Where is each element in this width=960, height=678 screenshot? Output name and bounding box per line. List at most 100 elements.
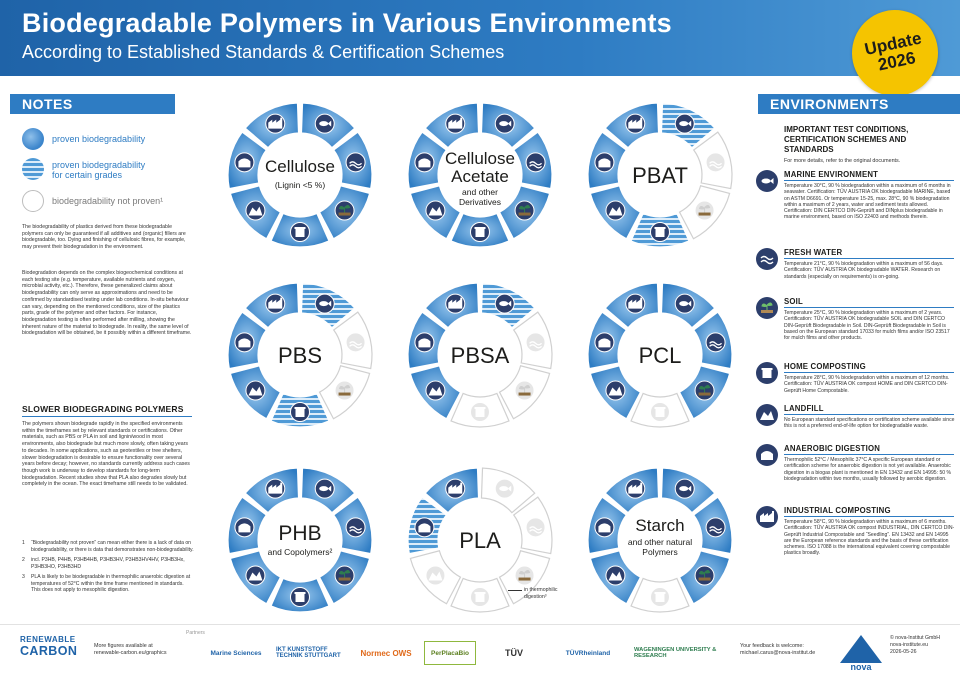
slower-text: The polymers shown biodegrade rapidly in… bbox=[22, 421, 190, 488]
wheel-subtitle-2: Derivatives bbox=[458, 197, 502, 207]
partner-logo-marine-sciences[interactable]: Marine Sciences bbox=[210, 649, 262, 657]
env-divider bbox=[784, 180, 954, 181]
segment-soil-icon bbox=[514, 380, 535, 401]
footer: RENEWABLE CARBON More figures available … bbox=[0, 624, 960, 678]
partner-logo-tuv-rheinland[interactable]: TÜVRheinland bbox=[565, 649, 611, 657]
wheel-pla: PLA bbox=[405, 465, 555, 615]
segment-anaerobic-digestion-icon bbox=[234, 152, 255, 173]
landfill-icon bbox=[756, 404, 778, 426]
segment-industrial-composting-icon bbox=[265, 113, 286, 134]
env-title: INDUSTRIAL COMPOSTING bbox=[784, 506, 891, 515]
legend-not-proven-label: biodegradability not proven¹ bbox=[52, 196, 164, 206]
wheel-title: PBAT bbox=[632, 163, 688, 188]
env-divider bbox=[784, 258, 954, 259]
segment-marine-icon bbox=[494, 293, 515, 314]
renewable-carbon-logo[interactable]: RENEWABLE CARBON bbox=[20, 635, 78, 658]
pla-note-leader bbox=[508, 590, 522, 591]
wheel-title-2: Acetate bbox=[451, 167, 509, 186]
segment-landfill-icon bbox=[425, 380, 446, 401]
segment-landfill-icon bbox=[605, 565, 626, 586]
segment-landfill-icon bbox=[425, 200, 446, 221]
legend-not-proven: biodegradability not proven¹ bbox=[22, 190, 182, 212]
segment-industrial-composting-icon bbox=[265, 293, 286, 314]
wheel-title: Cellulose bbox=[265, 157, 335, 176]
segment-fresh-water-icon bbox=[705, 332, 726, 353]
segment-marine-icon bbox=[314, 293, 335, 314]
nova-logo[interactable]: nova bbox=[838, 633, 884, 671]
more-figures-link[interactable]: More figures available at renewable-carb… bbox=[94, 643, 167, 656]
page-header: Biodegradable Polymers in Various Enviro… bbox=[0, 0, 960, 76]
feedback-contact[interactable]: Your feedback is welcome: michael.carus@… bbox=[740, 643, 816, 656]
segment-landfill-icon bbox=[605, 380, 626, 401]
notes-paragraph-1: The biodegradability of plastics derived… bbox=[22, 224, 186, 251]
wheel-cellulose: Cellulose (Lignin <5 %) bbox=[225, 100, 375, 250]
env-text: Thermophilic 52°C / Mesophilic 37°C A sp… bbox=[784, 457, 952, 482]
partner-logo-normec[interactable]: Normec OWS bbox=[360, 648, 412, 658]
segment-fresh-water-icon bbox=[525, 517, 546, 538]
segment-landfill-icon bbox=[245, 380, 266, 401]
segment-soil-icon bbox=[694, 380, 715, 401]
env-text: Temperature 28°C, 90 % biodegradation wi… bbox=[784, 375, 950, 394]
segment-home-composting-icon bbox=[650, 222, 670, 242]
pla-note: in thermophilic digestion³ bbox=[524, 587, 558, 600]
env-title: FRESH WATER bbox=[784, 248, 843, 257]
segment-anaerobic-digestion-icon bbox=[414, 517, 435, 538]
legend-stripe-swatch bbox=[22, 158, 44, 180]
notes-heading: NOTES bbox=[10, 94, 175, 114]
env-text: Temperature 25°C, 90 % biodegradation wi… bbox=[784, 310, 950, 342]
env-divider bbox=[784, 307, 954, 308]
page-title: Biodegradable Polymers in Various Enviro… bbox=[22, 8, 672, 38]
partner-logo-perplacabio[interactable]: PerPlacaBio bbox=[424, 641, 476, 665]
segment-soil-icon bbox=[514, 565, 535, 586]
wheel-pcl: PCL bbox=[585, 280, 735, 430]
segment-industrial-composting-icon bbox=[265, 478, 286, 499]
segment-industrial-composting-icon bbox=[625, 478, 646, 499]
digester-icon bbox=[756, 444, 778, 466]
env-title: SOIL bbox=[784, 297, 803, 306]
wheel-pbs: PBS bbox=[225, 280, 375, 430]
segment-fresh-water-icon bbox=[345, 517, 366, 538]
slower-heading: SLOWER BIODEGRADING POLYMERS bbox=[22, 404, 184, 414]
environments-heading: ENVIRONMENTS bbox=[758, 94, 960, 114]
env-title: MARINE ENVIRONMENT bbox=[784, 170, 879, 179]
segment-home-composting-icon bbox=[470, 402, 490, 422]
partner-logo-tuv-austria[interactable]: TÜV bbox=[505, 648, 523, 658]
wheel-starch: Starch and other natural Polymers bbox=[585, 465, 735, 615]
partners-label: Partners bbox=[186, 630, 205, 636]
wheel-cellulose-acetate: Cellulose Acetate and other Derivatives bbox=[405, 100, 555, 250]
segment-industrial-composting-icon bbox=[625, 113, 646, 134]
partner-logo-wageningen[interactable]: WAGENINGEN UNIVERSITY & RESEARCH bbox=[634, 647, 717, 659]
wheel-pbsa: PBSA bbox=[405, 280, 555, 430]
env-text: No European standard specifications or c… bbox=[784, 417, 955, 430]
partner-logo-ikt[interactable]: IKT KUNSTSTOFF TECHNIK STUTTGART bbox=[276, 647, 341, 659]
wheel-subtitle-2: Polymers bbox=[642, 547, 678, 557]
wheel-subtitle: and Copolymers² bbox=[267, 547, 333, 557]
page-subtitle: According to Established Standards & Cer… bbox=[22, 42, 505, 62]
slower-divider bbox=[22, 416, 192, 417]
segment-anaerobic-digestion-icon bbox=[594, 332, 615, 353]
footnote: 1“Biodegradability not proven” can mean … bbox=[22, 540, 194, 553]
footnotes: 1“Biodegradability not proven” can mean … bbox=[22, 540, 194, 598]
env-text: Temperature 58°C, 90 % biodegradation wi… bbox=[784, 519, 955, 557]
segment-home-composting-icon bbox=[290, 587, 310, 607]
notes-paragraph-2: Biodegradation depends on the complex bi… bbox=[22, 270, 192, 337]
segment-soil-icon bbox=[694, 565, 715, 586]
segment-fresh-water-icon bbox=[705, 152, 726, 173]
nova-info: © nova-Institut GmbH nova-institute.eu 2… bbox=[890, 635, 940, 655]
segment-soil-icon bbox=[334, 380, 355, 401]
legend-certain-label-2: for certain grades bbox=[52, 170, 123, 180]
segment-home-composting-icon bbox=[650, 402, 670, 422]
segment-marine-icon bbox=[314, 113, 335, 134]
env-divider bbox=[784, 516, 954, 517]
environments-subtitle: For more details, refer to the original … bbox=[784, 158, 901, 164]
segment-landfill-icon bbox=[245, 200, 266, 221]
segment-anaerobic-digestion-icon bbox=[594, 517, 615, 538]
segment-landfill-icon bbox=[245, 565, 266, 586]
wheel-title: PHB bbox=[278, 522, 322, 545]
wheel-subtitle-1: and other bbox=[462, 187, 498, 197]
segment-marine-icon bbox=[494, 113, 515, 134]
segment-soil-icon bbox=[694, 200, 715, 221]
wheel-title: PBSA bbox=[450, 343, 510, 368]
